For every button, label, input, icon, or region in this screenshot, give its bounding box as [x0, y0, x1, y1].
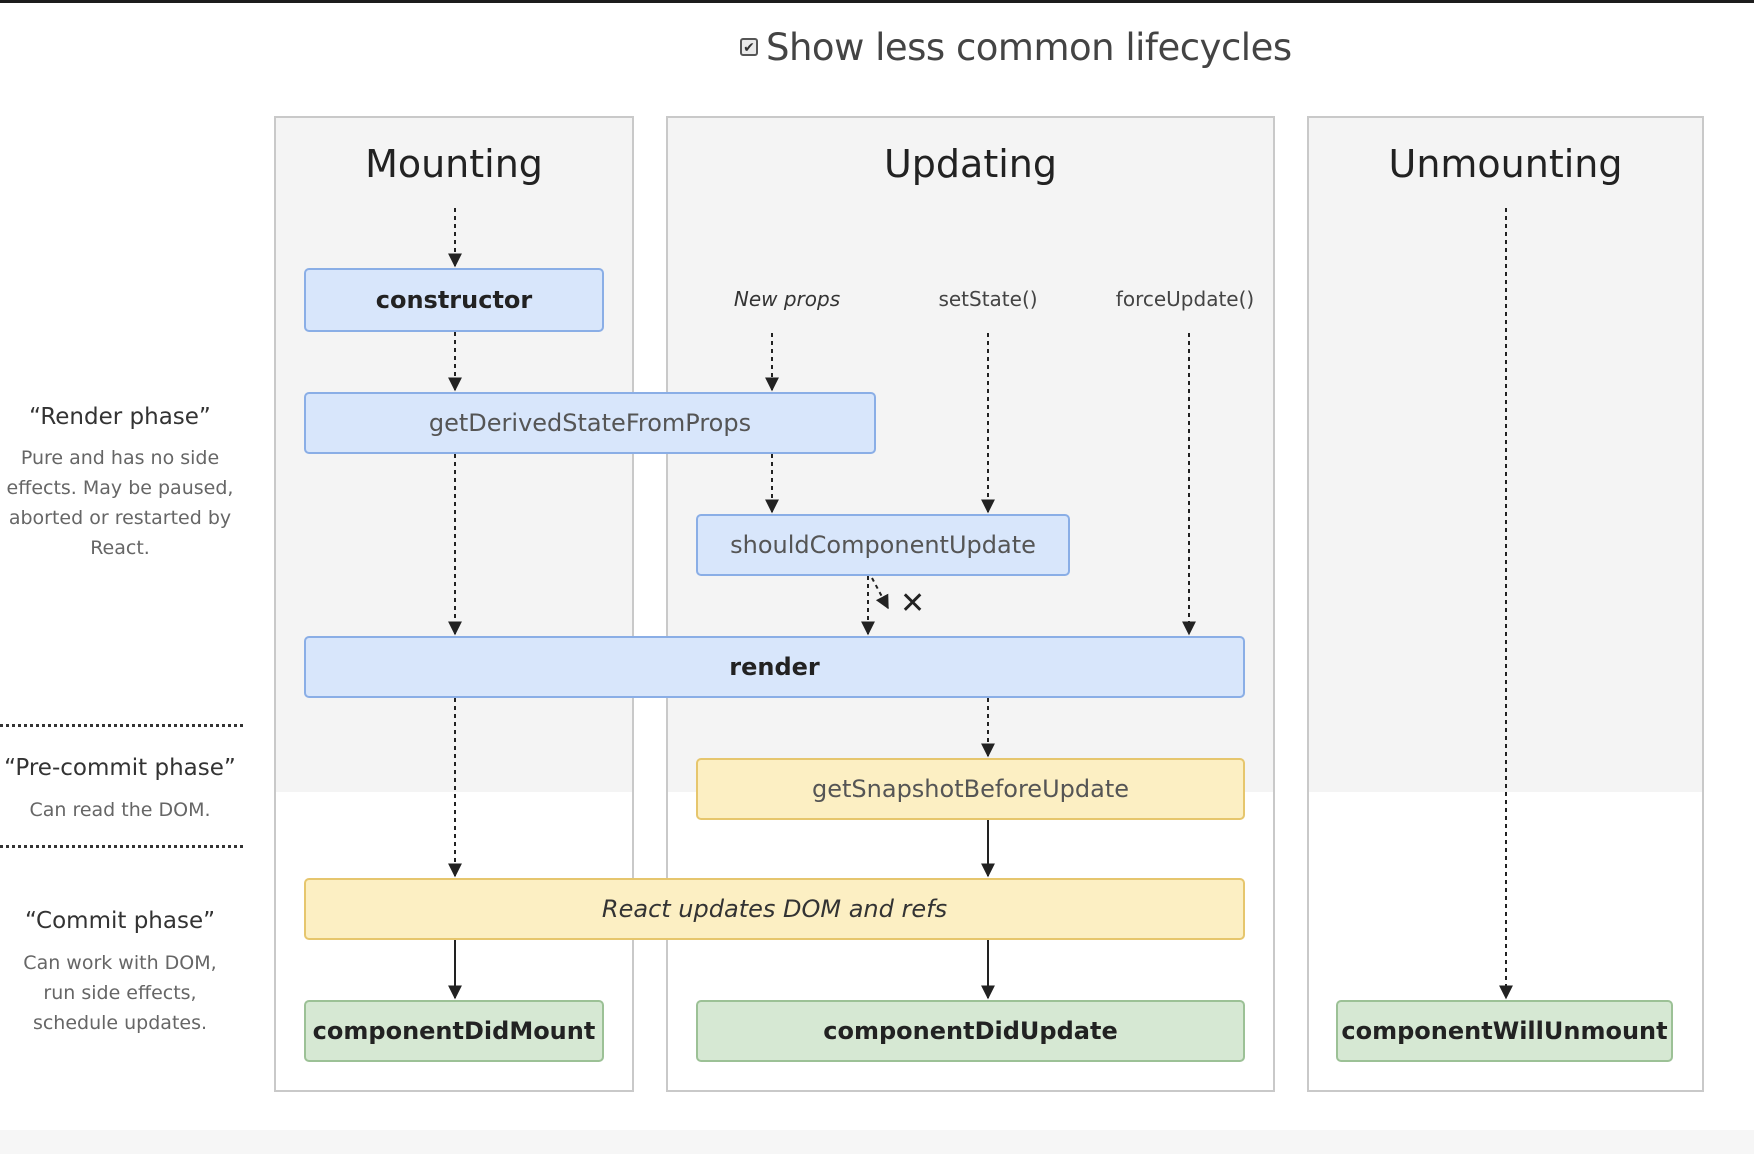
commit-phase-line: schedule updates. — [32, 1012, 208, 1034]
phase-separator — [0, 724, 243, 727]
set-state-label: setState() — [938, 287, 1038, 311]
constructor-box[interactable]: constructor — [304, 268, 604, 332]
get-snapshot-before-update-box[interactable]: getSnapshotBeforeUpdate — [696, 758, 1245, 820]
commit-phase-title: “Commit phase” — [24, 908, 216, 934]
render-phase-line: effects. May be paused, — [6, 477, 234, 499]
commit-phase-line: run side effects, — [43, 982, 197, 1004]
get-derived-state-from-props-box[interactable]: getDerivedStateFromProps — [304, 392, 876, 454]
top-border — [0, 0, 1754, 3]
render-phase-line: aborted or restarted by — [8, 507, 232, 529]
arrow — [871, 577, 889, 610]
precommit-phase-description: Can read the DOM. — [29, 799, 211, 821]
commit-phase-line: Can work with DOM, — [23, 952, 217, 974]
render-phase-description: Pure and has no side effects. May be pau… — [0, 443, 240, 563]
precommit-phase-title: “Pre-commit phase” — [4, 755, 236, 781]
component-did-mount-box[interactable]: componentDidMount — [304, 1000, 604, 1062]
checkbox[interactable]: ✔ — [740, 38, 758, 56]
render-box[interactable]: render — [304, 636, 1245, 698]
mounting-title: Mounting — [365, 142, 543, 186]
component-will-unmount-box[interactable]: componentWillUnmount — [1336, 1000, 1673, 1062]
render-phase-line: Pure and has no side — [20, 447, 220, 469]
force-update-label: forceUpdate() — [1115, 287, 1255, 311]
component-did-update-box[interactable]: componentDidUpdate — [696, 1000, 1245, 1062]
show-less-common-toggle[interactable]: ✔ Show less common lifecycles — [740, 22, 1292, 72]
react-updates-dom-box[interactable]: React updates DOM and refs — [304, 878, 1245, 940]
should-component-update-box[interactable]: shouldComponentUpdate — [696, 514, 1070, 576]
unmounting-title: Unmounting — [1388, 142, 1623, 186]
checkmark-icon: ✔ — [743, 39, 755, 55]
phase-separator — [0, 845, 243, 848]
skip-render-cross-icon: ✕ — [900, 587, 926, 620]
bottom-bar — [0, 1130, 1754, 1154]
updating-title: Updating — [883, 142, 1057, 186]
new-props-label: New props — [733, 287, 841, 311]
render-phase-line: React. — [90, 537, 150, 559]
toggle-label: Show less common lifecycles — [766, 25, 1292, 69]
commit-phase-description: Can work with DOM, run side effects, sch… — [0, 948, 240, 1038]
render-phase-title: “Render phase” — [29, 404, 211, 430]
